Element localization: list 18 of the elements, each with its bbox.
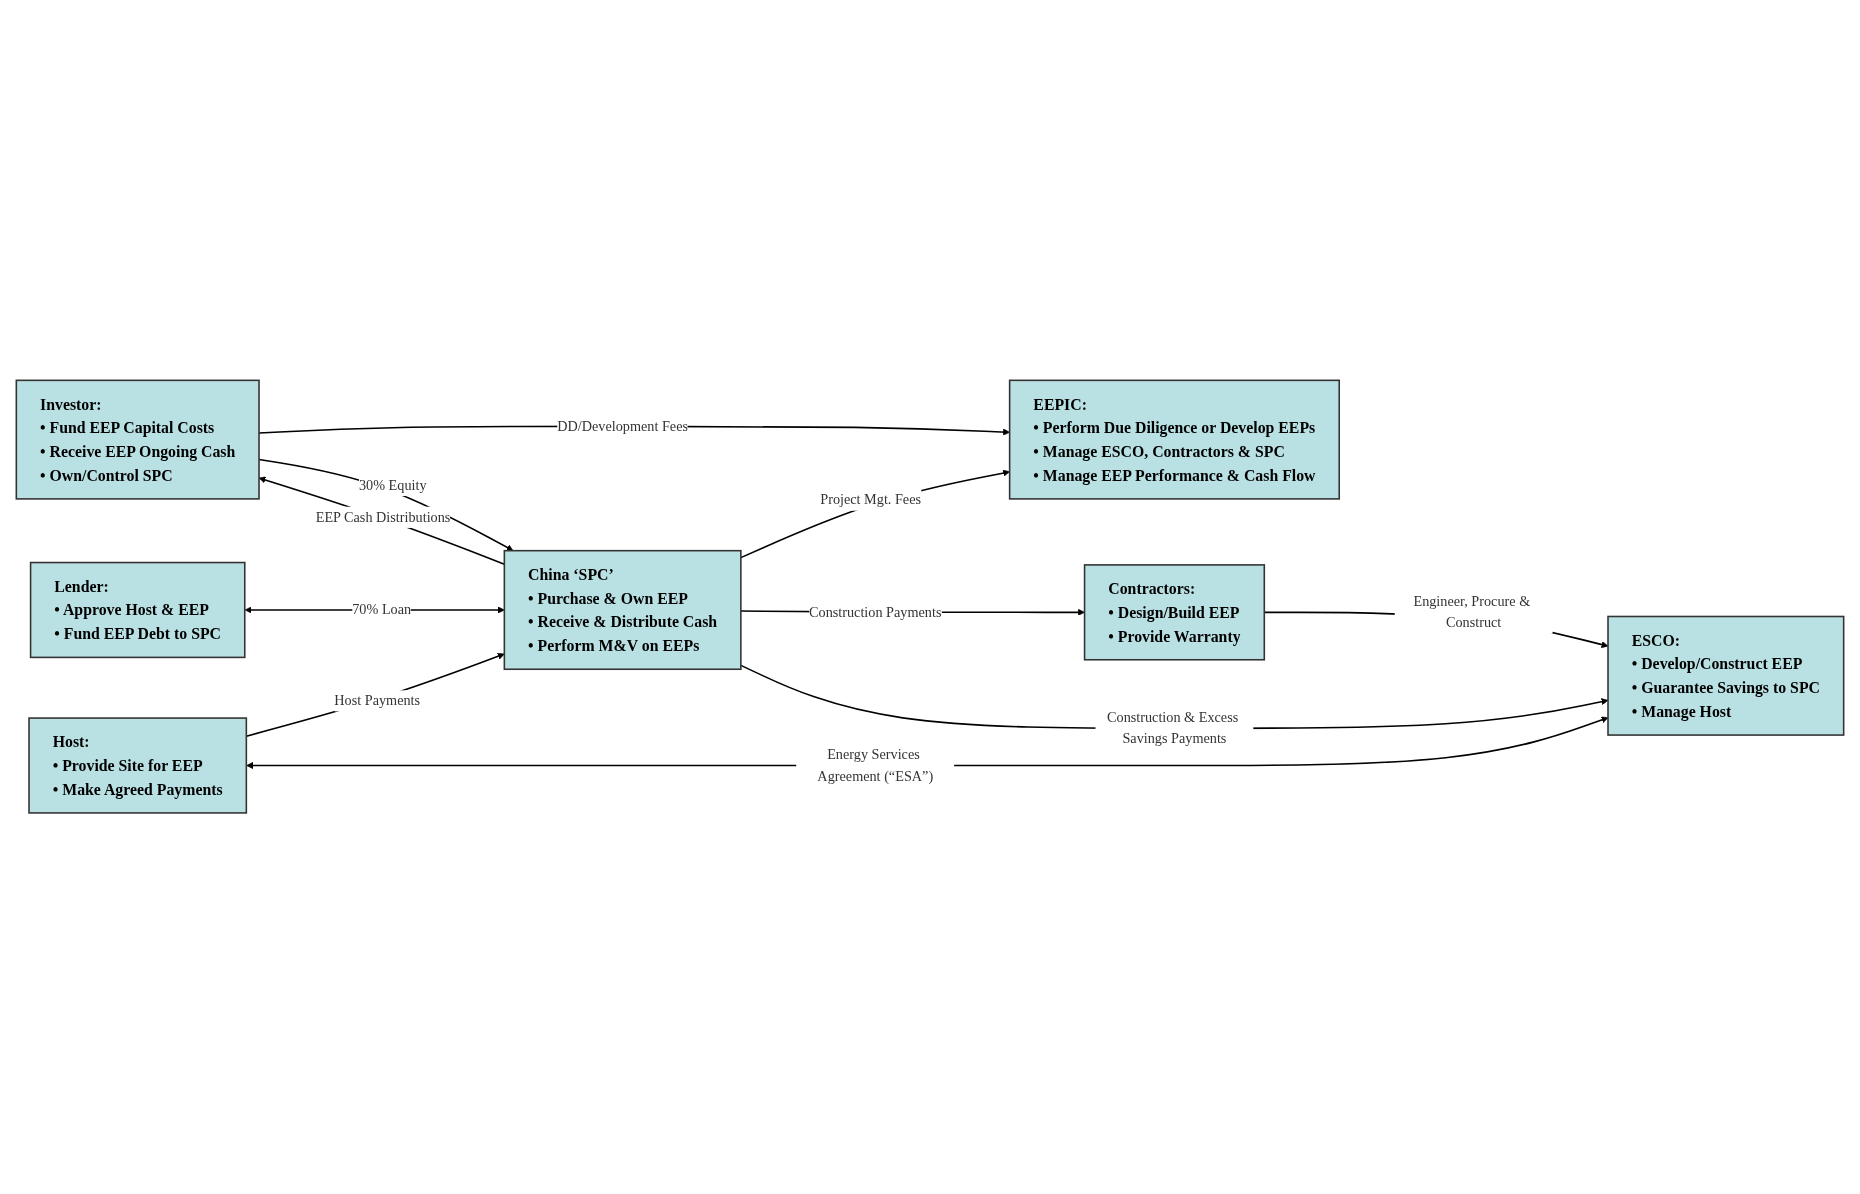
node-box: Lender: • Approve Host & EEP • Fund EEP Debt to SPC (29, 562, 246, 659)
edge-label: 30% Equity (358, 477, 427, 494)
edge-label: Energy Services Agreement (“ESA”) (817, 746, 934, 785)
edge-label: EEP Cash Distributions (315, 509, 451, 526)
node-box: EEPIC: • Perform Due Diligence or Develop EEPs • Manage ESCO, Contractors & SPC • Manage EEP Performance & Cash Flow (1008, 379, 1340, 501)
edge-label: Construction & Excess Savings Payments (1107, 709, 1239, 747)
edge-label: Host Payments (334, 692, 421, 709)
node-box: ESCO: • Develop/Construct EEP • Guarantee Savings to SPC • Manage Host (1607, 616, 1845, 737)
node-box: China ‘SPC’ • Purchase & Own EEP • Receive & Distribute Cash • Perform M&V on EEPs (503, 550, 742, 671)
edge-label: Engineer, Procure & Construct (1413, 593, 1531, 631)
edge-label: Project Mgt. Fees (820, 492, 922, 509)
edge-label: 70% Loan (352, 602, 412, 618)
node-box: Investor: • Fund EEP Capital Costs • Receive EEP Ongoing Cash • Own/Control SPC (15, 379, 260, 501)
node-box: Host: • Provide Site for EEP • Make Agreed Payments (28, 717, 248, 815)
edge-label: DD/Development Fees (557, 418, 689, 435)
edge-label: Construction Payments (809, 604, 942, 621)
node-box: Contractors: • Design/Build EEP • Provide Warranty (1083, 564, 1266, 661)
arrow (740, 470, 1010, 559)
